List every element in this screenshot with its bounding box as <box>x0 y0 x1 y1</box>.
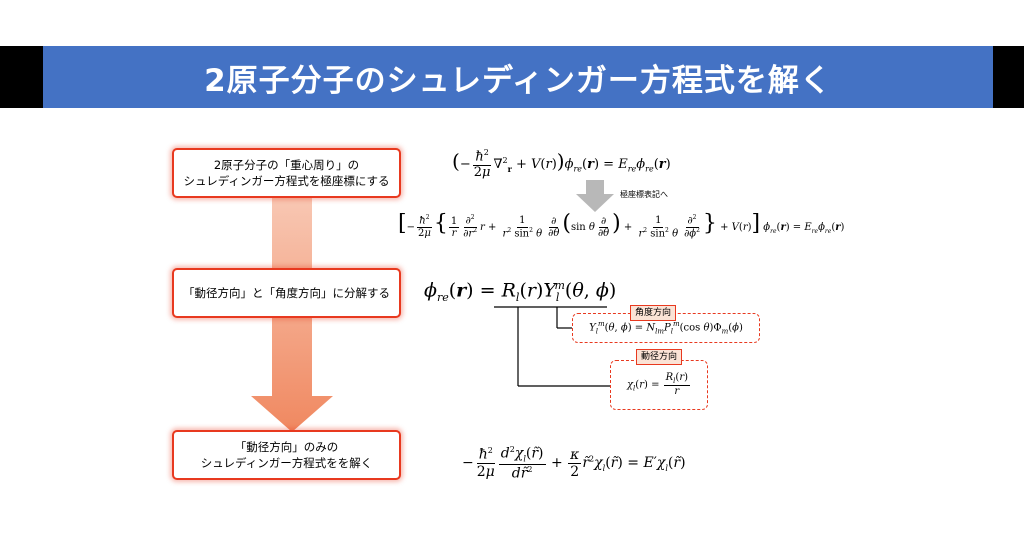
step-box-radial: 「動径方向」のみの シュレディンガー方程式をを解く <box>172 430 401 480</box>
step-box-separate: 「動径方向」と「角度方向」に分解する <box>172 268 401 318</box>
angular-formula-box: Ylm(θ, ϕ) = NlmPlm(cos θ)Φm(ϕ) <box>572 313 760 343</box>
equation-spherical-harmonic: Ylm(θ, ϕ) = NlmPlm(cos θ)Φm(ϕ) <box>589 320 743 336</box>
step-text: シュレディンガー方程式をを解く <box>200 456 373 470</box>
radial-formula-box: χl(r) = Rl(r)r <box>610 360 708 410</box>
step-text: 2原子分子の「重心周り」の <box>213 158 360 172</box>
banner-left-edge <box>0 46 43 108</box>
step-text: 「動径方向」と「角度方向」に分解する <box>183 286 390 300</box>
step-text: シュレディンガー方程式を極座標にする <box>183 174 390 188</box>
radial-tag: 動径方向 <box>636 349 683 365</box>
conversion-label: 極座標表記へ <box>620 190 668 199</box>
equation-radial-substitution: χl(r) = Rl(r)r <box>626 372 690 398</box>
step-box-polar: 2原子分子の「重心周り」の シュレディンガー方程式を極座標にする <box>172 148 401 198</box>
page-title: 2原子分子のシュレディンガー方程式を解く <box>43 46 993 108</box>
angular-tag: 角度方向 <box>630 305 677 321</box>
step-text: 「動径方向」のみの <box>234 440 339 454</box>
banner-right-edge <box>993 46 1024 108</box>
conversion-arrow-icon <box>576 180 614 212</box>
equation-separation: ϕre(r) = Rl(r)Ylm(θ, ϕ) <box>424 279 617 305</box>
